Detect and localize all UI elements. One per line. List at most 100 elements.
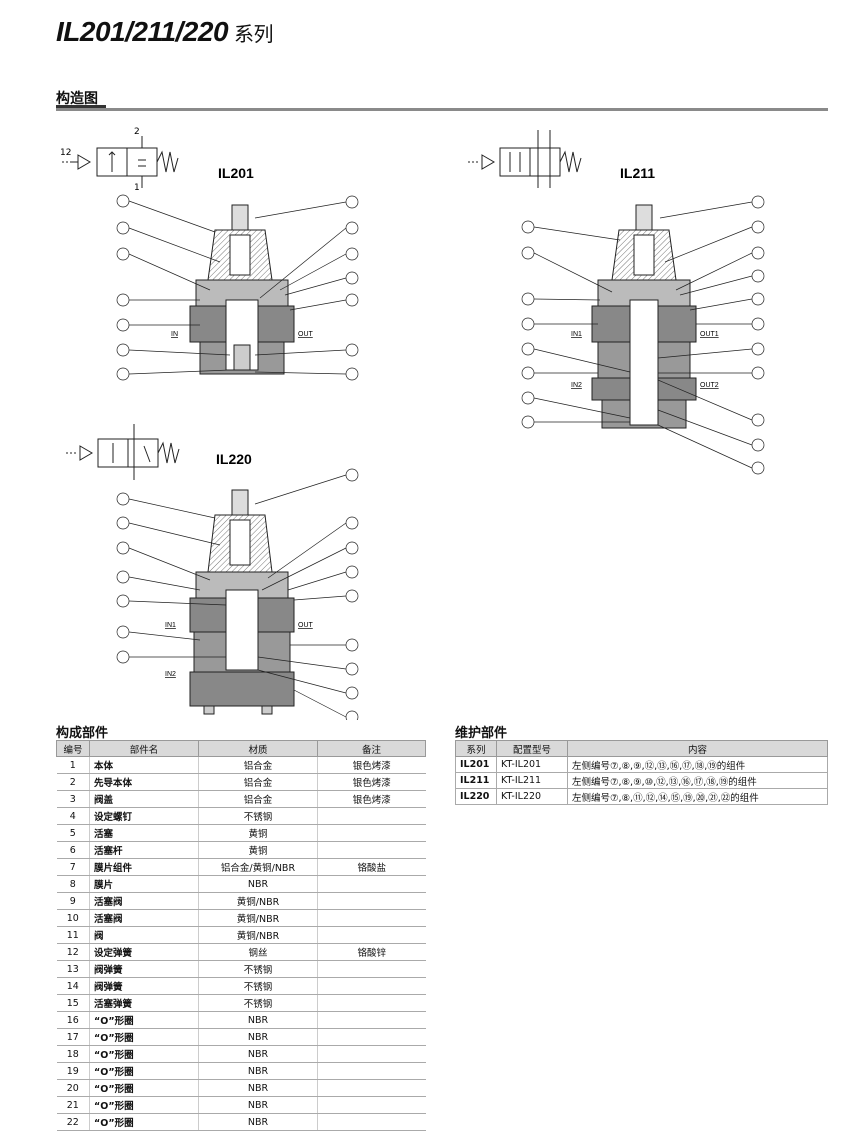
il220-callouts — [116, 468, 359, 720]
maint-content: 左侧编号⑦,⑧,⑨,⑫,⑬,⑯,⑰,⑱,⑲的组件 — [567, 756, 828, 773]
maint-header-content: 内容 — [567, 740, 828, 757]
part-note — [317, 807, 426, 825]
part-note: 银色烤漆 — [317, 773, 426, 791]
il201-port-out: OUT — [298, 331, 314, 338]
il201-port-1-label: 1 — [134, 183, 140, 193]
part-material: NBR — [198, 1028, 318, 1046]
part-name: 膜片 — [89, 875, 199, 893]
part-material: 黄铜/NBR — [198, 892, 318, 910]
part-name: “O”形圈 — [89, 1079, 199, 1097]
il201-port-2-label: 2 — [134, 127, 140, 137]
part-no: 12 — [56, 943, 90, 961]
il211-port-in1: IN1 — [571, 331, 582, 338]
part-material: 不锈钢 — [198, 977, 318, 995]
part-material: 不锈钢 — [198, 960, 318, 978]
part-material: NBR — [198, 1045, 318, 1063]
maint-series: IL220 — [455, 788, 497, 805]
part-note — [317, 1096, 426, 1114]
il201-pneumatic-symbol — [62, 136, 179, 188]
part-no: 16 — [56, 1011, 90, 1029]
il220-port-out: OUT — [298, 622, 314, 629]
part-material: 铝合金/黄铜/NBR — [198, 858, 318, 876]
part-name: 本体 — [89, 756, 199, 774]
part-name: 阀弹簧 — [89, 960, 199, 978]
part-no: 8 — [56, 875, 90, 893]
title-suffix: 系列 — [234, 22, 274, 46]
part-note: 铬酸锌 — [317, 943, 426, 961]
part-name: 阀盖 — [89, 790, 199, 808]
il201-callouts — [116, 194, 359, 381]
part-name: 阀 — [89, 926, 199, 944]
part-material: NBR — [198, 1011, 318, 1029]
part-name: 设定螺钉 — [89, 807, 199, 825]
maint-content: 左侧编号⑦,⑧,⑨,⑩,⑫,⑬,⑯,⑰,⑱,⑲的组件 — [567, 772, 828, 789]
il201-port-in: IN — [171, 331, 178, 338]
parts-header-material: 材质 — [198, 740, 318, 757]
part-no: 6 — [56, 841, 90, 859]
il220-cross-section — [189, 489, 295, 715]
part-material: NBR — [198, 1079, 318, 1097]
il211-port-in2: IN2 — [571, 382, 582, 389]
title-main: IL201/211/220 — [56, 16, 229, 47]
maint-series: IL201 — [455, 756, 497, 773]
part-material: 不锈钢 — [198, 994, 318, 1012]
parts-header-name: 部件名 — [89, 740, 199, 757]
structure-diagrams: 12 2 1 IL201 IN OUT IL211 — [60, 127, 765, 720]
parts-header-note: 备注 — [317, 740, 426, 757]
part-note — [317, 977, 426, 995]
section-title: 构造图 — [56, 91, 98, 107]
part-name: 阀弹簧 — [89, 977, 199, 995]
part-note: 银色烤漆 — [317, 790, 426, 808]
part-note — [317, 875, 426, 893]
part-no: 15 — [56, 994, 90, 1012]
part-material: 钢丝 — [198, 943, 318, 961]
part-note — [317, 909, 426, 927]
part-material: NBR — [198, 875, 318, 893]
maint-table-title: 维护部件 — [455, 726, 508, 741]
part-material: 铝合金 — [198, 790, 318, 808]
part-material: 不锈钢 — [198, 807, 318, 825]
part-note — [317, 1045, 426, 1063]
part-note — [317, 1011, 426, 1029]
part-name: 设定弹簧 — [89, 943, 199, 961]
maint-kit: KT-IL220 — [496, 788, 568, 805]
part-name: 活塞杆 — [89, 841, 199, 859]
part-note — [317, 1079, 426, 1097]
il211-label: IL211 — [620, 165, 655, 181]
part-no: 11 — [56, 926, 90, 944]
part-note: 银色烤漆 — [317, 756, 426, 774]
part-material: 铝合金 — [198, 773, 318, 791]
part-material: NBR — [198, 1113, 318, 1131]
part-note — [317, 824, 426, 842]
part-no: 2 — [56, 773, 90, 791]
part-note — [317, 1028, 426, 1046]
part-no: 7 — [56, 858, 90, 876]
part-no: 14 — [56, 977, 90, 995]
part-name: “O”形圈 — [89, 1011, 199, 1029]
part-note — [317, 994, 426, 1012]
il211-port-out2: OUT2 — [700, 382, 719, 389]
part-note — [317, 892, 426, 910]
il220-label: IL220 — [216, 451, 252, 467]
section-divider — [56, 105, 828, 111]
il220-pneumatic-symbol — [66, 424, 180, 480]
part-name: “O”形圈 — [89, 1096, 199, 1114]
part-material: 黄铜 — [198, 824, 318, 842]
part-no: 20 — [56, 1079, 90, 1097]
